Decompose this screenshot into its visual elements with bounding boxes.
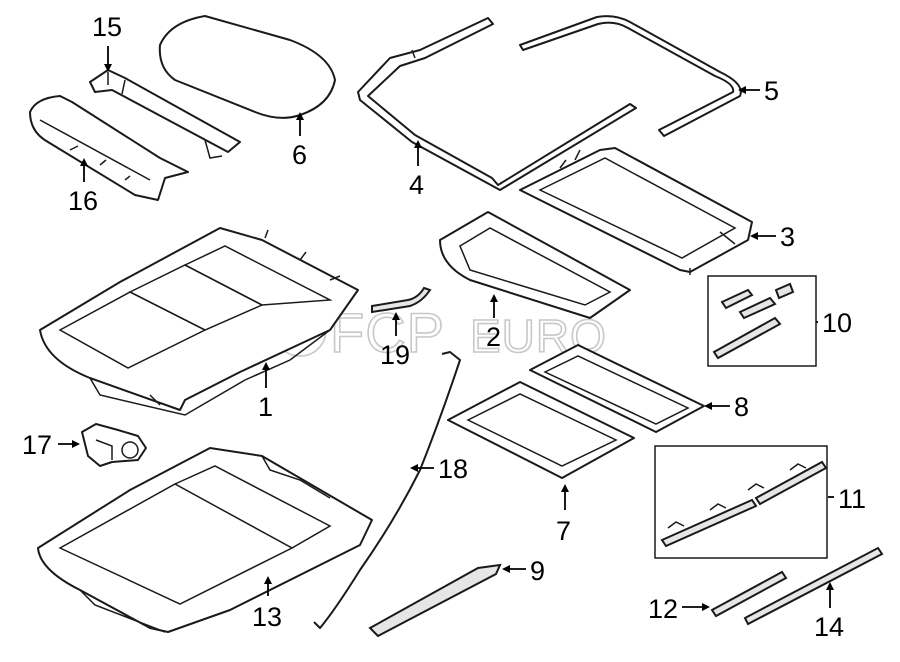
part-3-frame[interactable] <box>519 147 753 275</box>
callout-4: 4 <box>409 170 424 200</box>
part-9-guide-rail[interactable] <box>368 563 502 638</box>
callout-7: 7 <box>556 516 571 546</box>
part-14-strip[interactable] <box>743 546 884 626</box>
callout-8: 8 <box>734 392 749 422</box>
callout-6: 6 <box>292 140 307 170</box>
watermark-brand: FCP <box>330 301 445 364</box>
callout-16: 16 <box>68 186 98 216</box>
part-12-strip[interactable] <box>710 570 788 618</box>
callout-13: 13 <box>252 602 282 632</box>
part-11-rail-kit[interactable] <box>654 445 828 559</box>
part-4-seal-frame[interactable] <box>357 17 637 191</box>
part-19-drain-hose[interactable] <box>371 286 432 314</box>
part-18-drain-tube[interactable] <box>313 351 461 629</box>
callout-14: 14 <box>814 612 844 642</box>
leader-lines <box>58 46 834 611</box>
callout-17: 17 <box>22 430 52 460</box>
part-13-frame-assembly[interactable] <box>37 447 373 633</box>
part-5-outer-seal[interactable] <box>519 15 742 137</box>
part-10-kit[interactable] <box>707 275 817 367</box>
part-17-motor[interactable] <box>81 423 147 467</box>
part-1-sunroof-assembly[interactable] <box>39 227 359 416</box>
callout-1: 1 <box>258 392 273 422</box>
callout-9: 9 <box>530 556 545 586</box>
callout-11: 11 <box>838 484 866 514</box>
callout-10: 10 <box>822 308 852 338</box>
callout-18: 18 <box>438 454 468 484</box>
callout-12: 12 <box>648 594 678 624</box>
watermark: FCP EURO <box>273 300 607 365</box>
part-16-wind-deflector[interactable] <box>29 95 189 201</box>
callout-15: 15 <box>92 12 122 42</box>
part-15-deflector[interactable] <box>89 69 241 159</box>
callout-19: 19 <box>380 340 410 370</box>
callout-2: 2 <box>486 322 501 352</box>
callout-3: 3 <box>780 222 795 252</box>
part-7-sunshade[interactable] <box>447 381 635 479</box>
part-2-glass-seal[interactable] <box>439 211 631 319</box>
part-6-glass-panel[interactable] <box>158 15 336 119</box>
callout-5: 5 <box>764 76 779 106</box>
callout-labels: 15 16 6 4 5 3 2 1 19 10 8 18 7 11 9 12 1… <box>22 12 866 642</box>
